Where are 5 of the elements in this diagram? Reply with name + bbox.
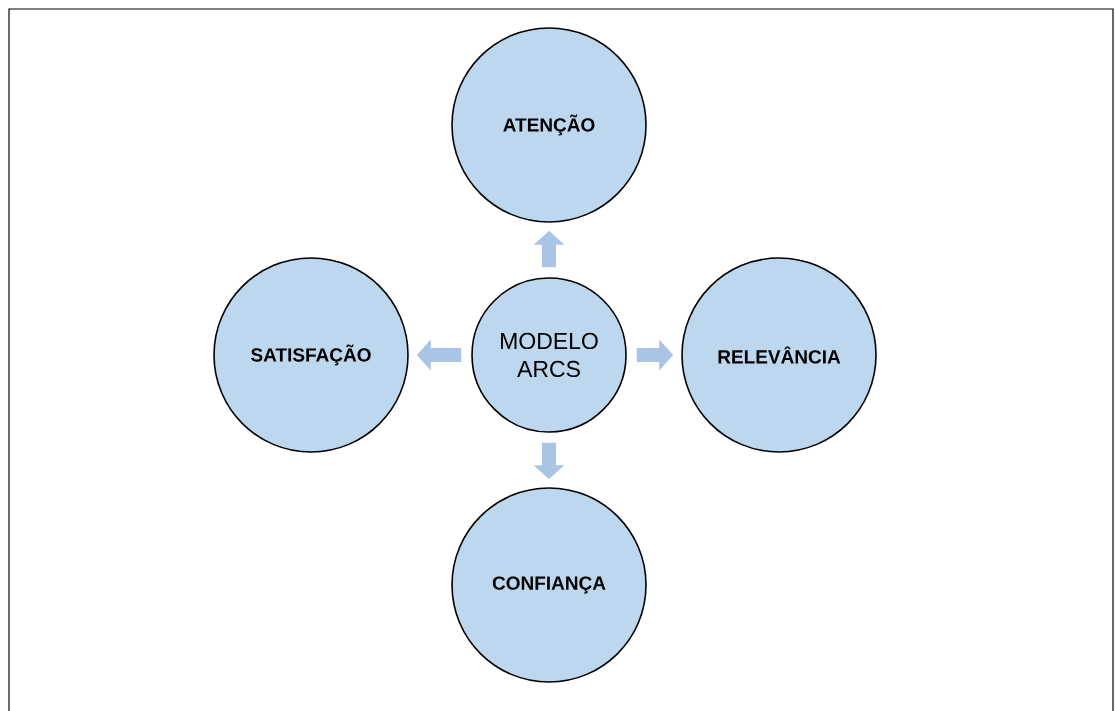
circle-node: CONFIANÇA (451, 487, 647, 683)
circle-node: SATISFAÇÃO (213, 257, 409, 453)
circle-node: ATENÇÃO (451, 27, 647, 223)
circle-node: RELEVÂNCIA (681, 257, 877, 453)
circle-node: MODELO ARCS (471, 277, 627, 433)
